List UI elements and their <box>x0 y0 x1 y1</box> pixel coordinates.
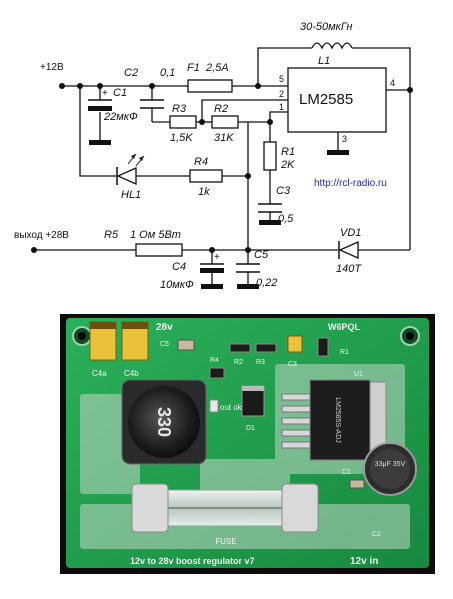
led-mark: out ok <box>220 403 243 412</box>
ground-c4 <box>201 284 223 289</box>
power-inductor: 330 <box>121 379 207 465</box>
resistor-r2: R2 31K <box>211 103 239 144</box>
r4-value: 1k <box>198 186 210 198</box>
r2-ref: R2 <box>214 103 228 115</box>
output-label: выход +28В <box>14 230 69 241</box>
hl1-ref: HL1 <box>121 189 141 201</box>
c2-ref: C2 <box>124 67 138 79</box>
silk-c5: C5 <box>160 341 169 348</box>
c3-ref: C3 <box>276 185 291 197</box>
silk-r4: R4 <box>210 357 219 364</box>
capacitor-c4: + C4 10мкФ <box>160 252 224 291</box>
regulator-ic: LM2585S-ADJ <box>281 379 387 461</box>
silk-r3: R3 <box>256 359 265 366</box>
c1-value: 22мкФ <box>103 111 138 123</box>
tantalum-caps: C4a C4b <box>89 321 149 378</box>
led-hl1: HL1 <box>116 153 145 201</box>
silk-r1: R1 <box>340 349 349 356</box>
inductor-l1: 30-50мкГн L1 <box>300 21 353 67</box>
ic-pin-3: 3 <box>342 134 347 144</box>
output-mark: 28v <box>156 322 173 333</box>
f1-value: 2,5А <box>205 62 229 74</box>
silk-c3: C3 <box>288 361 297 368</box>
silk-c1: C1 <box>342 469 351 476</box>
fuse-f1: F1 2,5А <box>187 62 233 93</box>
r5-ref: R5 <box>104 229 119 241</box>
c5-value: 0,22 <box>256 277 277 289</box>
inductor-code: 330 <box>154 407 174 437</box>
fuse-mark: FUSE <box>215 537 236 546</box>
r4-ref: R4 <box>194 156 208 168</box>
ic-pin-4: 4 <box>390 78 395 88</box>
board-title: 12v to 28v boost regulator v7 <box>130 556 255 566</box>
junctions <box>31 83 413 253</box>
smd-parts: R4 R2 R3 C3 R1 <box>177 335 349 379</box>
vd1-ref: VD1 <box>340 227 361 239</box>
silk-c4b: C4b <box>124 369 139 378</box>
capacitor-c2: C2 0,1 <box>124 67 175 109</box>
f1-ref: F1 <box>187 62 200 74</box>
ic-pin-2: 2 <box>279 89 284 99</box>
ground-symbols <box>89 140 349 289</box>
c4-value: 10мкФ <box>160 279 194 291</box>
resistor-r3: R3 1,5K <box>169 103 197 144</box>
r2-value: 31K <box>214 132 234 144</box>
l1-value: 30-50мкГн <box>300 21 352 33</box>
c4-ref: C4 <box>172 261 186 273</box>
ic-lm2585: LM2585 5 2 1 4 3 <box>279 67 395 144</box>
cap-mark: 33μF 35V <box>375 461 406 468</box>
resistor-r5: R5 1 Ом 5Вт <box>104 229 183 257</box>
silk-d1: D1 <box>246 425 255 432</box>
silk-r2: R2 <box>234 359 243 366</box>
site-url[interactable]: http://rcl-radio.ru <box>314 178 387 189</box>
ic-name: LM2585 <box>299 91 353 108</box>
capacitor-c1: + C1 22мкФ <box>88 87 138 123</box>
c4-polarity: + <box>214 252 220 263</box>
ic-pin-5: 5 <box>279 74 284 84</box>
c3-value: 0,5 <box>278 213 294 225</box>
author-mark: W6PQL <box>328 322 361 332</box>
ground-c3 <box>259 220 281 225</box>
resistor-r1: R1 2K <box>263 141 295 171</box>
ground-ic <box>327 150 349 155</box>
silk-c2: C2 <box>372 531 381 538</box>
r3-value: 1,5K <box>170 132 193 144</box>
r3-ref: R3 <box>172 103 187 115</box>
vd1-value: 140Т <box>336 263 362 275</box>
silk-c4a: C4a <box>92 369 107 378</box>
schematic-diagram: F1 2,5А 30-50мкГн L1 LM2585 5 2 1 4 3 + … <box>14 21 413 291</box>
ic-mark: LM2585S-ADJ <box>334 397 341 443</box>
glass-fuse: FUSE <box>131 483 319 546</box>
r1-ref: R1 <box>281 146 295 158</box>
ic-pin-1: 1 <box>279 102 284 112</box>
l1-ref: L1 <box>318 55 330 67</box>
capacitor-c3: C3 0,5 <box>258 185 294 225</box>
silk-u1: U1 <box>354 371 363 378</box>
c5-ref: C5 <box>254 249 269 261</box>
diode-vd1: VD1 140Т <box>336 227 362 275</box>
c2-value: 0,1 <box>160 67 175 79</box>
pcb-board: C4a C4b 28v C5 R4 R2 R3 C3 R1 W6PQL U1 3… <box>60 314 435 574</box>
mounting-holes <box>72 326 420 346</box>
r5-value: 1 Ом 5Вт <box>130 229 181 241</box>
r1-value: 2K <box>280 159 295 171</box>
ground-c1 <box>89 140 111 145</box>
input-mark: 12v in <box>350 556 378 567</box>
capacitor-c5: C5 0,22 <box>236 249 277 289</box>
supply-label: +12В <box>40 62 64 73</box>
ground-c5 <box>237 284 259 289</box>
electrolytic-cap: 33μF 35V C1 <box>342 442 417 496</box>
c1-polarity: + <box>102 88 108 99</box>
diode-d1: D1 <box>241 385 265 432</box>
resistor-r4: R4 1k <box>189 156 223 198</box>
c1-ref: C1 <box>113 87 127 99</box>
